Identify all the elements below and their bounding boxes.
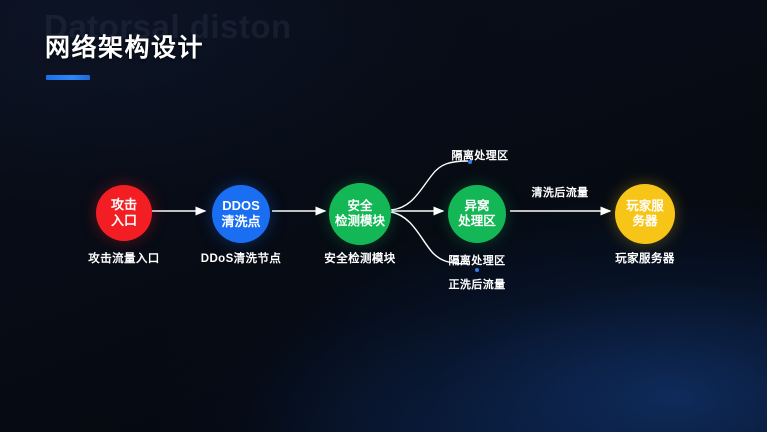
node-player-server-line1: 玩家服 [626,198,664,213]
node-attack-entry-line1: 攻击 [110,197,137,213]
caption-security-detection: 安全检测模块 [324,253,396,265]
caption-ddos-scrubbing: DDoS清洗节点 [200,253,282,265]
connector-detection-branch-up [390,160,469,211]
title-accent-rule [46,75,90,80]
node-player-server-line2: 务器 [632,214,658,228]
label-isolation-bottom: 隔离处理区 [448,255,506,267]
connector-detection-branch-down [390,211,469,265]
node-isolation-zone[interactable]: 异窝 处理区 [448,185,506,243]
caption-player-server: 玩家服务器 [615,253,675,265]
node-security-detection-line1: 安全 [347,198,373,213]
node-player-server[interactable]: 玩家服 务器 [615,184,675,244]
node-attack-entry-line2: 入口 [110,213,137,228]
label-isolation-top: 隔离处理区 [451,150,509,162]
node-ddos-scrubbing-line2: 清洗点 [221,214,261,229]
marker-dot-top [468,160,472,164]
label-cleaned-traffic-main: 清洗后流量 [531,187,589,199]
marker-dot-bottom [475,268,479,272]
page-title: 网络架构设计 [45,34,205,62]
label-cleaned-traffic-bottom: 正洗后流量 [448,279,506,291]
node-ddos-scrubbing[interactable]: DDOS 清洗点 [212,185,270,243]
node-attack-entry[interactable]: 攻击 入口 [96,185,152,241]
node-isolation-zone-line2: 处理区 [458,214,496,228]
caption-attack-entry: 攻击流量入口 [88,253,160,265]
node-isolation-zone-line1: 异窝 [464,198,490,213]
node-ddos-scrubbing-line1: DDOS [222,198,260,214]
ghost-title-watermark: Datorsal diston [44,8,292,45]
node-security-detection-line2: 检测模块 [334,214,385,228]
node-security-detection[interactable]: 安全 检测模块 [329,183,391,245]
